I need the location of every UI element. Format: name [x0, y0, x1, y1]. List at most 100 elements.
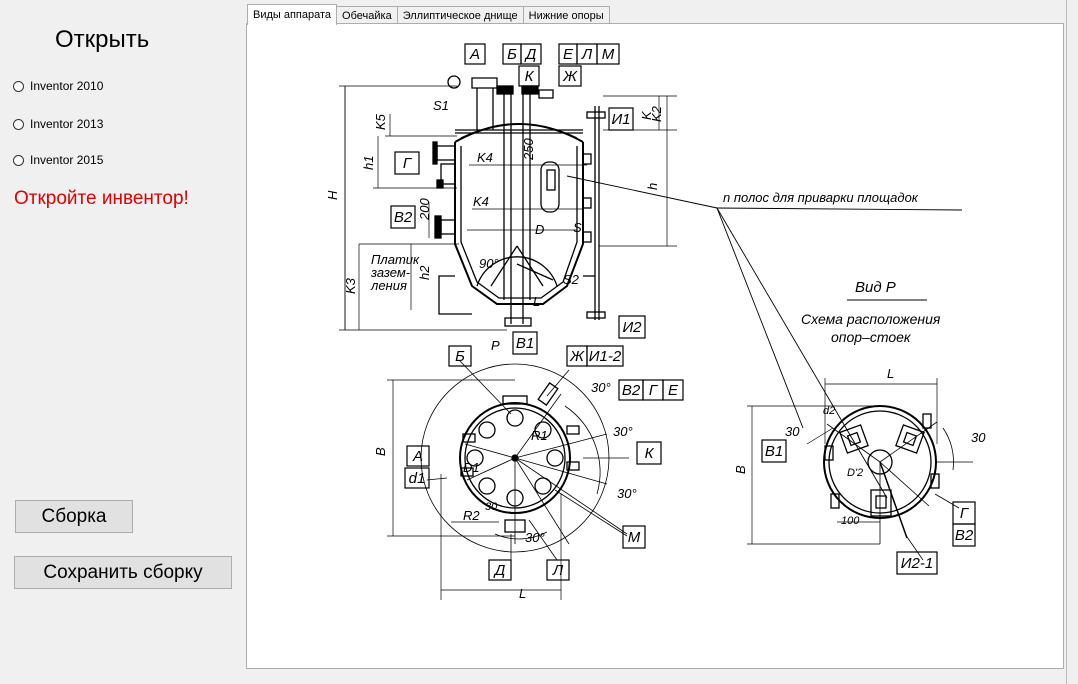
label-box-b2-scheme: В2 [952, 523, 976, 547]
svg-text:В2: В2 [394, 209, 413, 226]
label-box-e-plan: Е [662, 379, 684, 401]
svg-text:В1: В1 [765, 443, 783, 460]
dim-d: D [535, 222, 544, 237]
svg-text:И2: И2 [622, 319, 642, 336]
label-box-a: А [464, 43, 486, 65]
dim-k4-a: K4 [477, 150, 493, 165]
pad-label-2: зазем- [370, 265, 411, 280]
left-panel: Открыть Inventor 2010 Inventor 2013 Inve… [0, 0, 244, 684]
dim-30-a: 30° [591, 380, 611, 395]
dim-30-g: 30 [971, 430, 986, 445]
label-box-l: Л [576, 43, 598, 65]
label-box-g: Г [394, 151, 420, 175]
tab-shell[interactable]: Обечайка [336, 6, 398, 25]
warning-text: Откройте инвентор! [14, 188, 189, 209]
save-assembly-button[interactable]: Сохранить сборку [14, 556, 232, 589]
label-box-zh: Ж [558, 65, 582, 87]
dim-100: 100 [841, 515, 860, 527]
dim-30-b: 30° [613, 424, 633, 439]
tab-elliptical-head[interactable]: Эллиптическое днище [396, 6, 524, 25]
svg-text:d1: d1 [409, 470, 426, 487]
svg-text:И2-1: И2-1 [901, 555, 933, 572]
dim-s2: S2 [563, 272, 580, 287]
dim-r1: R1 [531, 428, 548, 443]
dim-k2: K2 [649, 105, 664, 122]
label-box-k: К [518, 65, 540, 87]
dim-90: 90° [479, 256, 499, 271]
dim-b-scheme: B [733, 465, 748, 474]
label-box-d: Д [520, 43, 542, 65]
dim-30-d: 30° [525, 530, 545, 545]
tab-apparatus-views[interactable]: Виды аппарата [247, 4, 338, 25]
dim-k3: K3 [343, 277, 358, 294]
tab-panel: А Б Д Е Л М К Ж И1 Г В2 И2 В1 Б Ж И1-2 В… [246, 23, 1064, 669]
strips-note: n полос для приварки площадок [723, 190, 919, 205]
radio-circle[interactable] [13, 118, 24, 130]
label-box-b2: В2 [390, 205, 416, 229]
label-box-d1: d1 [404, 467, 430, 489]
dim-b-plan: B [373, 447, 388, 456]
label-box-g-scheme: Г [952, 501, 976, 525]
dim-d1: D1 [463, 460, 480, 475]
drawing-text: n полос для приварки площадок Вид Р Схем… [325, 98, 986, 601]
dim-200: 200 [417, 198, 432, 221]
svg-text:Л: Л [581, 46, 593, 63]
dim-k: K [639, 110, 654, 120]
dim-l-small: L [533, 294, 540, 309]
label-box-m-plan: М [622, 525, 646, 549]
label-box-a-plan: А [406, 445, 430, 467]
dim-h-total: H [325, 190, 340, 200]
tab-strip: Виды аппарата Обечайка Эллиптическое дни… [247, 4, 610, 25]
svg-text:Д: Д [524, 46, 537, 63]
svg-text:М: М [628, 529, 641, 546]
svg-text:М: М [602, 46, 615, 63]
dim-30-c: 30° [617, 486, 637, 501]
svg-text:К: К [525, 68, 535, 85]
svg-text:Е: Е [668, 382, 679, 399]
assembly-button[interactable]: Сборка [15, 500, 133, 533]
svg-text:И1-2: И1-2 [589, 348, 622, 365]
label-box-i2-1: И2-1 [896, 551, 938, 575]
window-divider [1066, 0, 1067, 684]
boxed-labels: А Б Д Е Л М К Ж И1 Г В2 И2 В1 Б Ж И1-2 В… [390, 43, 976, 581]
svg-text:А: А [469, 46, 480, 63]
label-box-m: М [596, 43, 620, 65]
plan-view [387, 359, 629, 600]
label-box-i1-2: И1-2 [586, 345, 624, 367]
label-box-i1: И1 [608, 107, 634, 131]
svg-text:В2: В2 [955, 527, 974, 544]
radio-inventor-2013[interactable]: Inventor 2013 [13, 117, 103, 131]
label-box-l-plan: Л [546, 559, 570, 581]
radio-circle[interactable] [13, 80, 24, 92]
label-box-b2-plan: В2 [618, 379, 644, 401]
radio-label: Inventor 2010 [30, 79, 104, 93]
svg-text:К: К [645, 445, 655, 462]
label-box-e: Е [558, 43, 578, 65]
label-box-b-plan: Б [448, 345, 472, 367]
dim-l-scheme: L [887, 366, 894, 381]
open-title: Открыть [55, 26, 150, 53]
svg-text:Ж: Ж [562, 68, 578, 85]
dim-l-plan: L [519, 586, 526, 601]
technical-drawing: А Б Д Е Л М К Ж И1 Г В2 И2 В1 Б Ж И1-2 В… [325, 43, 986, 601]
pad-label-1: Платик [371, 252, 420, 267]
radio-circle[interactable] [13, 154, 24, 166]
dim-30-f: 30 [785, 424, 800, 439]
radio-label: Inventor 2013 [30, 117, 104, 131]
svg-text:Д: Д [493, 562, 506, 579]
support-scheme-view [747, 299, 973, 561]
tab-bottom-supports[interactable]: Нижние опоры [522, 6, 610, 25]
label-box-b1-scheme: В1 [761, 439, 787, 463]
dim-k5: K5 [373, 113, 388, 130]
label-box-zh-plan: Ж [566, 345, 588, 367]
svg-text:Е: Е [563, 46, 574, 63]
scheme-title-1: Схема расположения [801, 311, 941, 327]
radio-inventor-2010[interactable]: Inventor 2010 [13, 79, 103, 93]
dim-s: S [573, 220, 582, 235]
scheme-title-2: опор–стоек [831, 329, 912, 345]
dim-r2: R2 [463, 508, 480, 523]
svg-text:И1: И1 [611, 111, 630, 128]
label-box-k-plan: К [636, 441, 662, 465]
radio-inventor-2015[interactable]: Inventor 2015 [13, 153, 103, 167]
svg-text:Л: Л [552, 562, 564, 579]
